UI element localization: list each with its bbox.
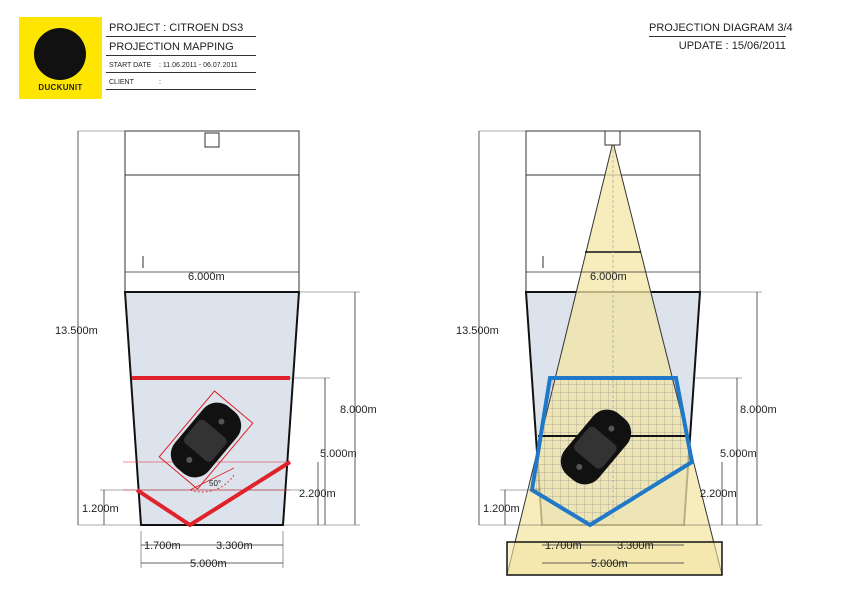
left-room-width: 6.000m: [188, 271, 225, 283]
left-total-height: 13.500m: [55, 325, 98, 337]
left-red-bottom-edge: [135, 460, 292, 528]
left-car-icon: [158, 390, 254, 490]
title-label: PROJECTION MAPPING: [109, 41, 234, 53]
client-value: :: [159, 79, 161, 86]
right-room-width: 6.000m: [590, 271, 627, 283]
start-date-label: START DATE: [109, 62, 152, 69]
left-height-5m: 5.000m: [320, 448, 357, 460]
left-ceiling-box: [124, 130, 300, 176]
right-height-8m: 8.000m: [740, 404, 777, 416]
title-row: PROJECTION MAPPING: [106, 38, 256, 56]
client-label: CLIENT: [109, 79, 134, 86]
project-row: PROJECT : CITROEN DS3: [106, 20, 256, 37]
right-width-5m: 5.000m: [591, 558, 628, 570]
left-height-1-2m: 1.200m: [82, 503, 119, 515]
right-projector-icon: [604, 130, 621, 146]
logo-dot-icon: [34, 28, 86, 80]
duckunit-logo: DUCKUNIT: [19, 17, 102, 99]
right-width-1-7m: 1.700m: [545, 540, 582, 552]
logo-text: DUCKUNIT: [38, 83, 83, 92]
start-date-value: : 11.06.2011 - 06.07.2011: [159, 62, 238, 69]
left-width-5m: 5.000m: [190, 558, 227, 570]
diagram-number: PROJECTION DIAGRAM 3/4: [649, 22, 793, 37]
left-width-3-3m: 3.300m: [216, 540, 253, 552]
left-angle-label: 50°: [209, 479, 221, 488]
update-date: UPDATE : 15/06/2011: [678, 40, 786, 52]
right-total-height: 13.500m: [456, 325, 499, 337]
client-row: CLIENT :: [106, 75, 256, 90]
right-blue-outline: [529, 376, 695, 528]
start-date-row: START DATE : 11.06.2011 - 06.07.2011: [106, 58, 256, 73]
left-projector-icon: [204, 132, 220, 148]
left-width-1-7m: 1.700m: [144, 540, 181, 552]
left-height-2-2m: 2.200m: [299, 488, 336, 500]
right-diagram: 13.500m 6.000m 8.000m 5.000m 2.200m 1.20…: [456, 130, 777, 576]
right-height-5m: 5.000m: [720, 448, 757, 460]
right-height-2-2m: 2.200m: [700, 488, 737, 500]
project-label: PROJECT : CITROEN DS3: [109, 22, 244, 34]
left-height-8m: 8.000m: [340, 404, 377, 416]
right-height-1-2m: 1.200m: [483, 503, 520, 515]
left-diagram: 13.500m 6.000m 8.000m 5.000m 2.200m 1.20…: [55, 130, 377, 570]
right-width-3-3m: 3.300m: [617, 540, 654, 552]
right-car-icon: [560, 409, 632, 485]
